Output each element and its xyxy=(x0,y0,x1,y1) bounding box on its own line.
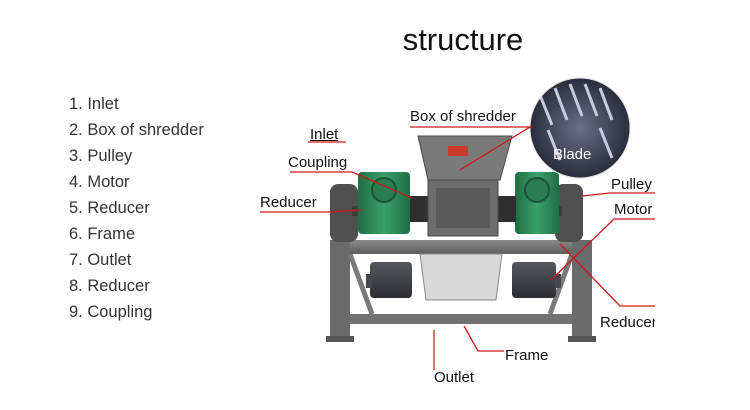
label-reducer-right: Reducer xyxy=(600,314,655,331)
blade-closeup xyxy=(530,78,630,178)
label-frame: Frame xyxy=(505,347,548,364)
motor-right xyxy=(512,262,561,298)
reducer-right xyxy=(515,172,559,234)
label-inlet: Inlet xyxy=(310,126,338,143)
label-reducer-left: Reducer xyxy=(260,194,317,211)
reducer-left xyxy=(358,172,410,234)
label-box-of-shredder: Box of shredder xyxy=(410,108,516,125)
coupling-left xyxy=(410,196,428,222)
outlet xyxy=(420,254,502,300)
shredder-box xyxy=(428,180,498,236)
label-blade: Blade xyxy=(553,146,591,163)
motor-left xyxy=(366,262,412,298)
label-outlet: Outlet xyxy=(434,369,474,386)
inlet-hopper xyxy=(418,136,512,180)
label-coupling: Coupling xyxy=(288,154,347,171)
label-pulley: Pulley xyxy=(611,176,652,193)
coupling-right xyxy=(498,196,516,222)
label-motor: Motor xyxy=(614,201,654,218)
